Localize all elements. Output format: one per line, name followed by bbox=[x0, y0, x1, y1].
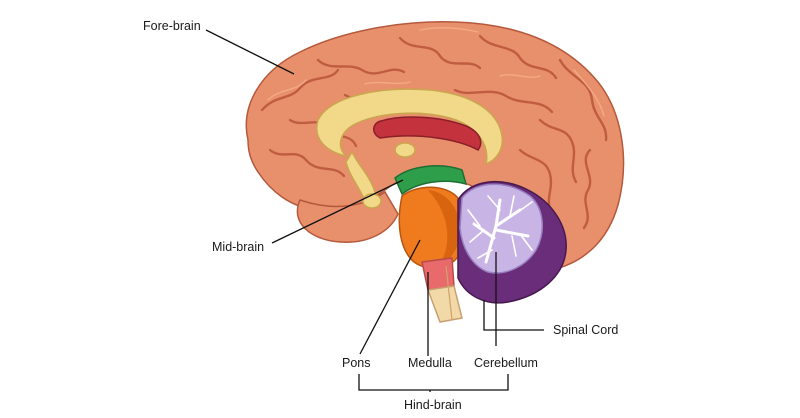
gyrus-highlight bbox=[419, 27, 479, 33]
gyrus-highlight bbox=[499, 74, 541, 78]
gyrus-line bbox=[316, 58, 406, 75]
gyrus-line bbox=[453, 88, 554, 114]
medulla-region bbox=[421, 257, 455, 291]
cerebellum-label: Cerebellum bbox=[474, 356, 538, 370]
thalamus bbox=[394, 142, 416, 158]
arbor-vitae-branch bbox=[469, 229, 485, 243]
arbor-vitae-branch bbox=[467, 209, 481, 227]
pons-label: Pons bbox=[342, 356, 371, 370]
mid-brain-label: Mid-brain bbox=[212, 240, 264, 254]
gyrus-line bbox=[398, 36, 482, 70]
gyrus-highlight bbox=[364, 81, 411, 85]
pons-leader bbox=[359, 239, 421, 355]
gyrus-line bbox=[558, 58, 608, 142]
hind-brain-label: Hind-brain bbox=[404, 398, 462, 412]
gyrus-highlight bbox=[267, 79, 307, 101]
gyrus-line bbox=[478, 34, 558, 80]
arbor-vitae-branch bbox=[509, 195, 515, 217]
gyrus-line bbox=[260, 68, 340, 112]
arbor-vitae-branch bbox=[494, 228, 530, 238]
hind-brain-bracket bbox=[358, 374, 509, 391]
gyrus-line bbox=[518, 148, 554, 214]
gyrus-line bbox=[268, 148, 346, 178]
corpus-callosum bbox=[315, 88, 504, 166]
arbor-vitae-branch bbox=[511, 235, 517, 257]
mid-brain-leader bbox=[271, 179, 404, 244]
pituitary bbox=[362, 193, 382, 209]
cerebellum-arbor bbox=[459, 183, 543, 274]
arbor-vitae-branch bbox=[519, 233, 533, 251]
lateral-ventricle bbox=[373, 116, 482, 151]
gyrus-highlight bbox=[573, 69, 605, 117]
pons-shade bbox=[428, 190, 461, 264]
fore-brain-label: Fore-brain bbox=[143, 19, 201, 33]
fore-brain-leader bbox=[205, 29, 295, 75]
arbor-vitae-branch bbox=[517, 201, 533, 213]
gyrus-line bbox=[538, 118, 578, 184]
cerebellum-region bbox=[457, 180, 567, 304]
spinal-cord-region bbox=[426, 285, 463, 323]
spinal-cord-leader bbox=[483, 300, 544, 331]
arbor-vitae-branch bbox=[477, 249, 493, 259]
spinal-cord-label: Spinal Cord bbox=[553, 323, 618, 337]
arbor-vitae-branch bbox=[487, 195, 501, 211]
medulla-label: Medulla bbox=[408, 356, 452, 370]
mid-brain-region bbox=[394, 165, 468, 196]
spinal-canal-line bbox=[445, 265, 453, 321]
arbor-vitae-branch bbox=[494, 208, 522, 228]
gyrus-line bbox=[582, 148, 592, 230]
